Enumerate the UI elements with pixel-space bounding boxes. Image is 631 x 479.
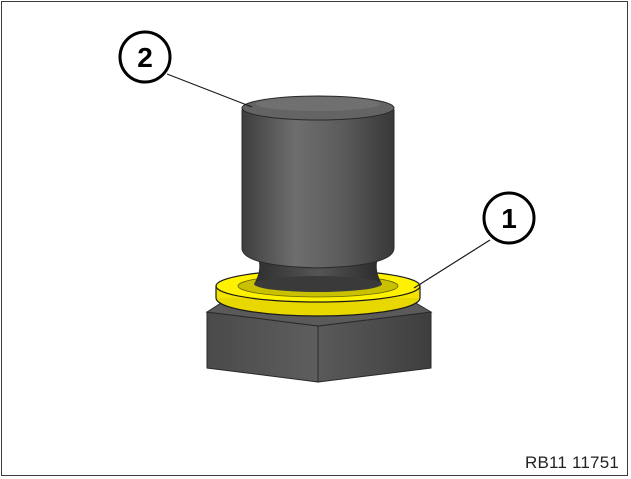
callout-1-number: 1	[501, 203, 517, 234]
callout-1-leader	[413, 239, 491, 289]
callout-1: 1	[482, 191, 536, 245]
plug-screw	[241, 95, 395, 269]
callout-2-leader	[166, 73, 253, 108]
callout-2-number: 2	[137, 42, 153, 73]
reference-code: RB11 11751	[525, 453, 619, 472]
callout-2: 2	[118, 30, 172, 84]
